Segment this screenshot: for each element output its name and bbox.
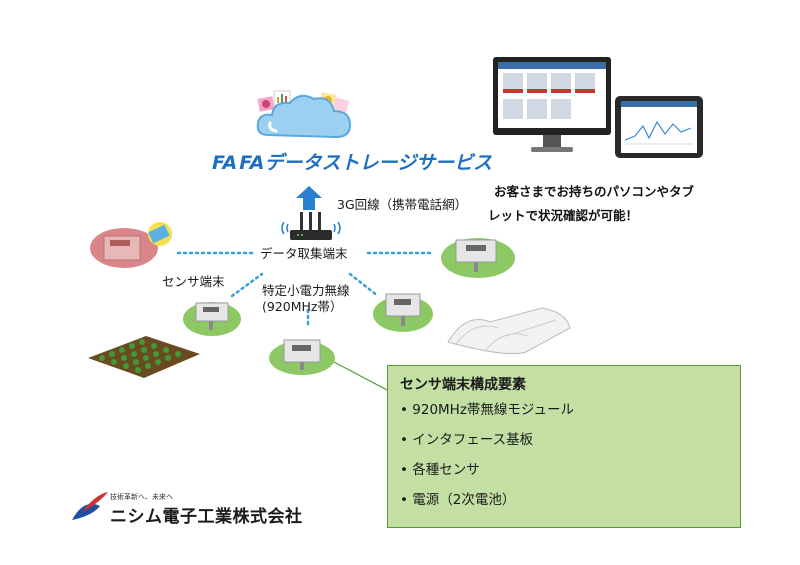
list-item: インタフェース基板 [400, 433, 728, 448]
uplink-label: 3G回線（携帯電話網） [337, 197, 468, 212]
router-icon [281, 212, 341, 240]
sensor-label: センサ端末 [162, 274, 225, 289]
sensor-device-icon [269, 339, 335, 375]
company-tagline: 技術革新へ、未来へ [110, 493, 173, 501]
sensor-device-icon [373, 293, 433, 332]
greenhouse-illustration [447, 307, 571, 355]
fa-logo-mark: FA [212, 152, 238, 174]
up-arrow-icon [296, 186, 322, 210]
list-item: 920MHz帯無線モジュール [400, 403, 728, 418]
list-item: 電源（2次電池） [400, 493, 728, 508]
company-logo: 技術革新へ、未来へ ニシム電子工業株式会社 [70, 490, 310, 530]
components-box: センサ端末構成要素 920MHz帯無線モジュール インタフェース基板 各種センサ… [387, 365, 741, 528]
radio-label-line1: 特定小電力無線 [262, 283, 350, 298]
service-name: FAデータストレージサービス [239, 152, 493, 174]
list-item: 各種センサ [400, 463, 728, 478]
company-logo-icon [72, 492, 108, 520]
company-name: ニシム電子工業株式会社 [110, 507, 303, 527]
client-caption: お客さまでお持ちのパソコンやタブ レットで状況確認が可能！ [488, 180, 718, 228]
tablet-icon [615, 96, 703, 158]
monitor-icon [493, 57, 611, 152]
components-title: センサ端末構成要素 [400, 377, 526, 393]
gateway-label: データ取集端末 [260, 246, 348, 261]
cloud-icon [256, 90, 352, 139]
sensor-device-icon [90, 222, 172, 268]
sensor-device-icon [183, 302, 241, 336]
components-list: 920MHz帯無線モジュール インタフェース基板 各種センサ 電源（2次電池） [400, 403, 728, 508]
client-caption-line1: お客さまでお持ちのパソコンやタブ [494, 184, 695, 199]
sensor-device-icon [441, 238, 515, 278]
field-illustration [88, 336, 200, 378]
radio-label-line2: (920MHz帯） [262, 299, 343, 314]
client-caption-line2: レットで状況確認が可能！ [488, 208, 639, 223]
